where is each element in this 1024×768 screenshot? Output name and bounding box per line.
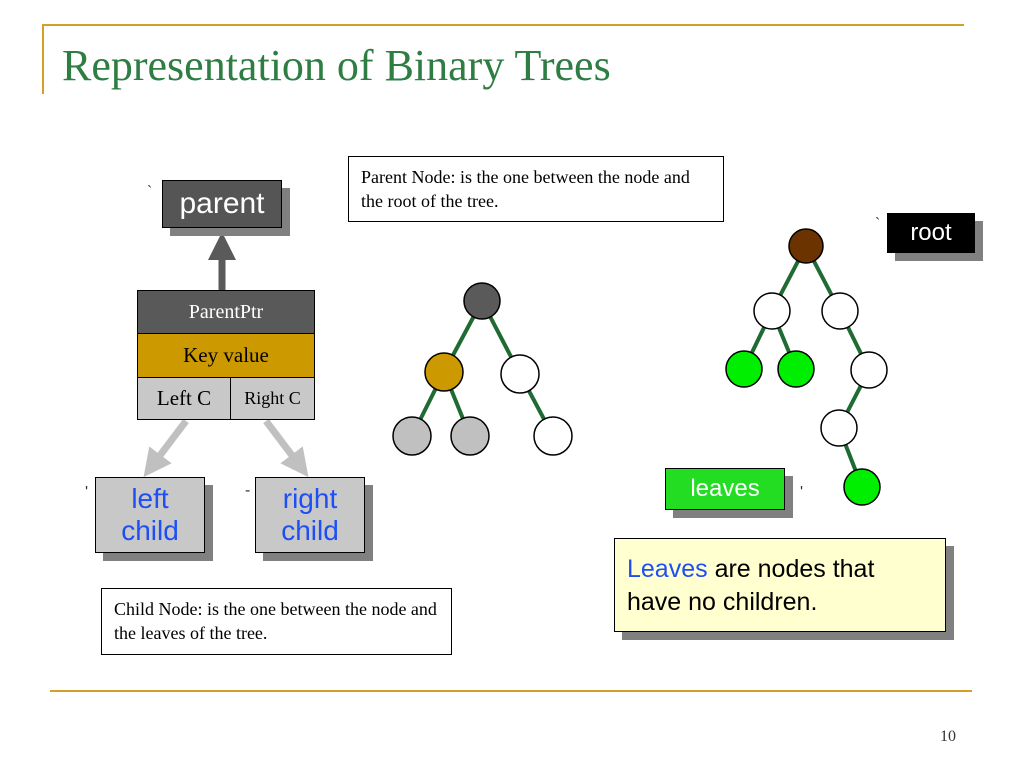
left-child-field: Left C: [137, 378, 231, 420]
middle-tree-node: [500, 354, 540, 394]
node-structure: ParentPtr Key value Left C Right C: [137, 290, 315, 420]
right-tree-node: [753, 292, 791, 330]
leaves-definition-text: are nodes that have no children.: [627, 555, 875, 616]
middle-tree-parent-node: [424, 352, 464, 392]
right-tree-root-node: [788, 228, 824, 264]
root-label: root: [887, 213, 975, 253]
left-child-line-2: child: [121, 515, 179, 546]
top-rule: [42, 24, 964, 26]
parent-label: parent: [162, 180, 282, 228]
left-child-line-1: left: [131, 483, 169, 514]
decorative-tick: ': [800, 484, 804, 501]
right-child-label: right child: [255, 477, 365, 553]
decorative-tick: `: [875, 216, 881, 233]
decorative-tick: -: [245, 482, 251, 499]
child-definition: Child Node: is the one between the node …: [101, 588, 452, 655]
leaves-definition: Leaves are nodes that have no children.: [614, 538, 946, 632]
left-rule: [42, 24, 44, 94]
right-tree-leaf-node: [843, 468, 881, 506]
slide-title: Representation of Binary Trees: [62, 41, 611, 90]
leaves-keyword: Leaves: [627, 555, 708, 583]
decorative-tick: ': [85, 484, 89, 501]
leaves-label: leaves: [665, 468, 785, 510]
bottom-rule: [50, 690, 972, 692]
right-tree-node: [850, 351, 888, 389]
right-tree-node: [821, 292, 859, 330]
right-tree-leaf-node: [777, 350, 815, 388]
left-child-label: left child: [95, 477, 205, 553]
parent-pointer-field: ParentPtr: [137, 290, 315, 334]
parent-definition: Parent Node: is the one between the node…: [348, 156, 724, 222]
left-child-arrow: [143, 418, 189, 478]
right-child-arrow: [263, 418, 309, 478]
right-child-line-2: child: [281, 515, 339, 546]
middle-tree-node: [533, 416, 573, 456]
decorative-tick: `: [147, 184, 153, 201]
child-pointer-row: Left C Right C: [137, 378, 315, 420]
right-tree-leaf-node: [725, 350, 763, 388]
middle-tree-child-node: [392, 416, 432, 456]
right-child-line-1: right: [282, 483, 338, 514]
page-number: 10: [940, 728, 956, 745]
right-child-field: Right C: [231, 378, 315, 420]
middle-tree-root-node: [463, 282, 501, 320]
right-tree-node: [820, 409, 858, 447]
key-value-field: Key value: [137, 334, 315, 378]
middle-tree-child-node: [450, 416, 490, 456]
